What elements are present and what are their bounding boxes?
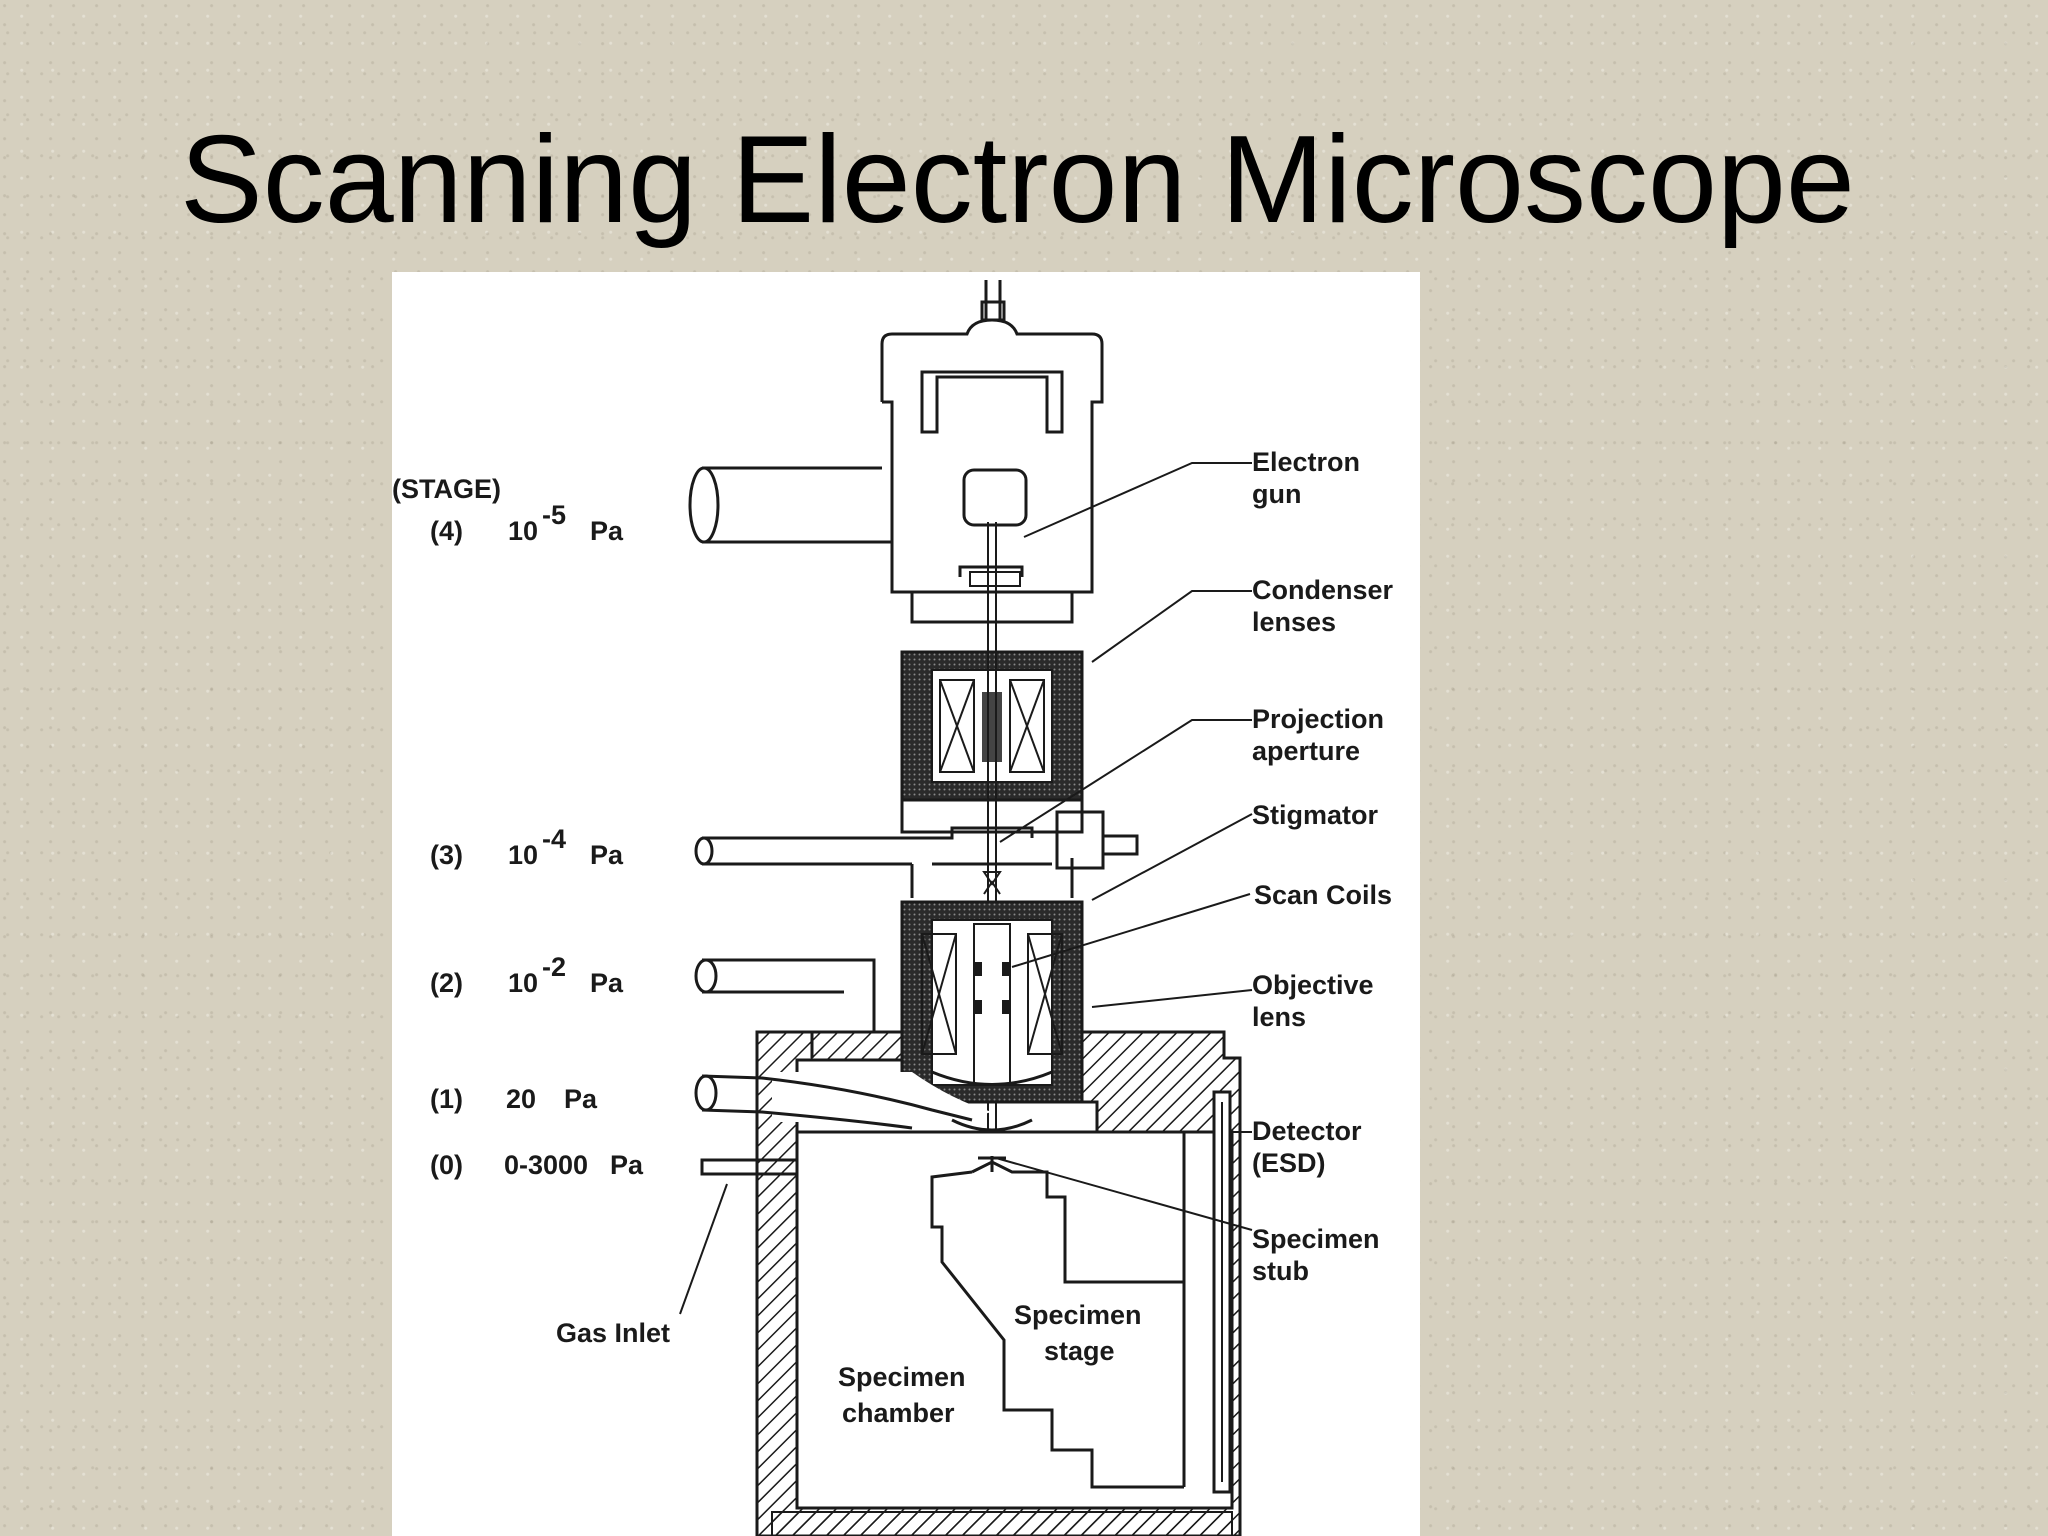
label-specimen-stage-2: stage — [1044, 1336, 1115, 1366]
label-specimen-chamber-2: chamber — [842, 1398, 955, 1428]
label-projection-1: Projection — [1252, 704, 1384, 734]
label-condenser-2: lenses — [1252, 607, 1336, 637]
label-detector-2: (ESD) — [1252, 1148, 1326, 1178]
stage-2-pressure-exp: -2 — [542, 952, 566, 982]
stage-1-index: (1) — [430, 1084, 463, 1114]
stage-2-pressure-base: 10 — [508, 968, 538, 998]
label-specimen-stub-2: stub — [1252, 1256, 1309, 1286]
label-gas-inlet: Gas Inlet — [556, 1318, 670, 1348]
label-specimen-stage-1: Specimen — [1014, 1300, 1142, 1330]
stage-4-unit: Pa — [590, 516, 624, 546]
specimen-chamber-walls — [755, 1030, 1242, 1536]
objective-lens — [900, 900, 1084, 1104]
stage-1-pressure: 20 — [506, 1084, 536, 1114]
pump-pipe-stage-1 — [694, 1074, 1033, 1132]
stage-3-index: (3) — [430, 840, 463, 870]
label-detector-1: Detector — [1252, 1116, 1362, 1146]
stage-2-unit: Pa — [590, 968, 624, 998]
pump-pipe-stage-4 — [688, 466, 892, 544]
stage-3-pressure-base: 10 — [508, 840, 538, 870]
gas-inlet-tube — [679, 1158, 799, 1315]
label-specimen-stub-1: Specimen — [1252, 1224, 1380, 1254]
slide-title: Scanning Electron Microscope — [180, 111, 1855, 249]
label-electron-gun-1: Electron — [1252, 447, 1360, 477]
stage-4-pressure-base: 10 — [508, 516, 538, 546]
label-stigmator: Stigmator — [1252, 800, 1379, 830]
stage-3-pressure-exp: -4 — [542, 824, 566, 854]
label-objective-1: Objective — [1252, 970, 1374, 1000]
specimen-stage — [930, 1156, 1184, 1489]
stage-0-index: (0) — [430, 1150, 463, 1180]
projection-aperture-section — [694, 810, 1139, 898]
label-specimen-chamber-1: Specimen — [838, 1362, 966, 1392]
sem-diagram-panel: (STAGE) (4) 10 -5 Pa (3) 10 -4 Pa (2) 10… — [392, 272, 1420, 1536]
label-scan-coils: Scan Coils — [1254, 880, 1392, 910]
label-objective-2: lens — [1252, 1002, 1306, 1032]
stage-0-unit: Pa — [610, 1150, 644, 1180]
vacuum-stage-labels: (STAGE) (4) 10 -5 Pa (3) 10 -4 Pa (2) 10… — [392, 474, 644, 1180]
stage-4-pressure-exp: -5 — [542, 500, 566, 530]
detector-esd — [1182, 1090, 1232, 1494]
stage-1-unit: Pa — [564, 1084, 598, 1114]
stage-3-unit: Pa — [590, 840, 624, 870]
stage-2-index: (2) — [430, 968, 463, 998]
sem-schematic: (STAGE) (4) 10 -5 Pa (3) 10 -4 Pa (2) 10… — [392, 280, 1394, 1536]
condenser-lenses — [900, 650, 1084, 834]
label-projection-2: aperture — [1252, 736, 1360, 766]
label-condenser-1: Condenser — [1252, 575, 1394, 605]
stage-0-pressure: 0-3000 — [504, 1150, 588, 1180]
stage-header-label: (STAGE) — [392, 474, 501, 504]
component-callouts: Electron gun Condenser lenses Projection… — [556, 447, 1394, 1428]
electron-gun-housing — [880, 280, 1104, 624]
label-electron-gun-2: gun — [1252, 479, 1301, 509]
stage-4-index: (4) — [430, 516, 463, 546]
